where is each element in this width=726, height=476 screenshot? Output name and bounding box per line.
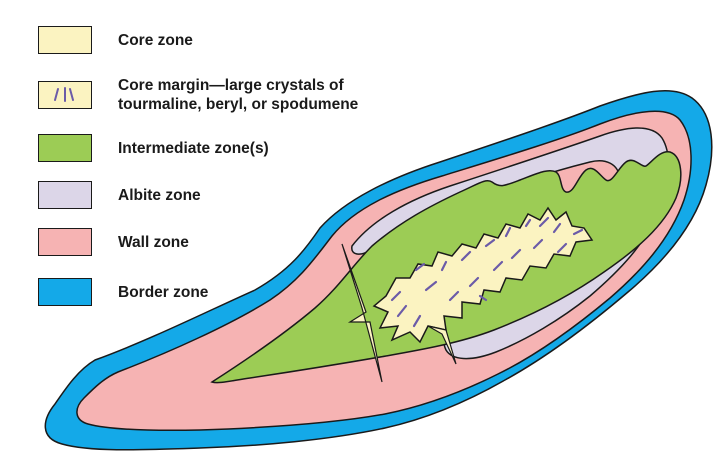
- crystal-spike: [427, 325, 457, 365]
- core-zone: [372, 206, 594, 344]
- core-margin-crystals: [390, 216, 584, 328]
- crystal-spike: [341, 243, 383, 383]
